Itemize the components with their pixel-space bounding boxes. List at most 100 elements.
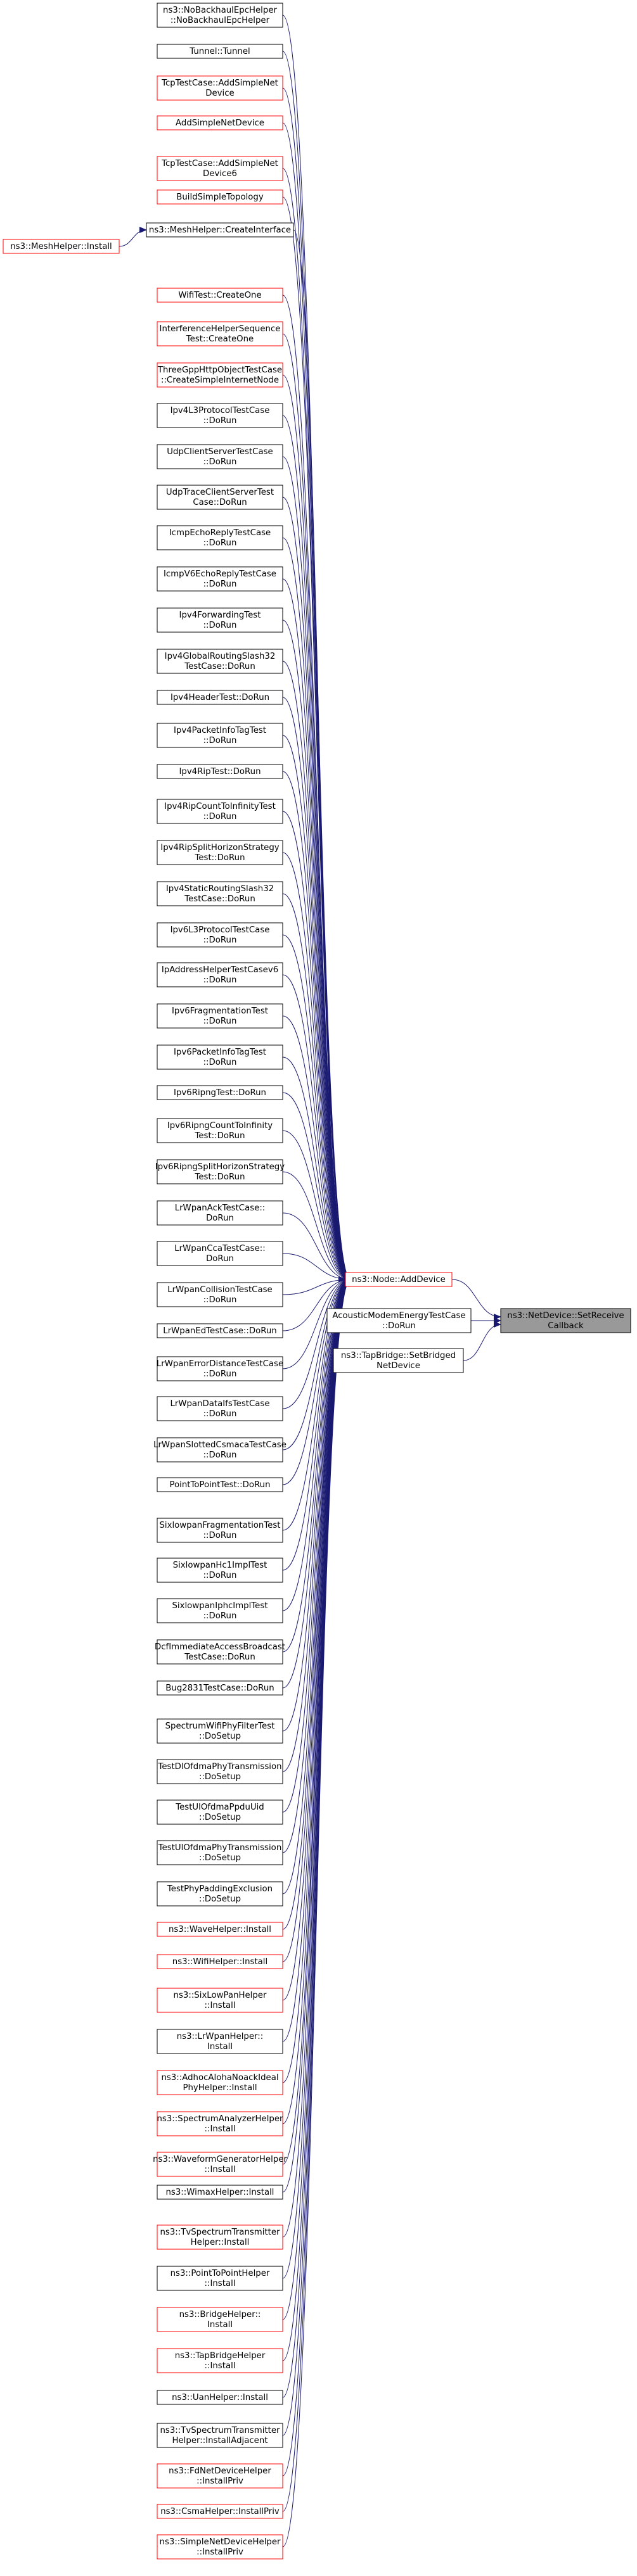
- edge-caller-60-to-addevice: [282, 1276, 351, 2436]
- caller-node-22[interactable]: Ipv6L3ProtocolTestCase::DoRun: [157, 922, 283, 948]
- caller-node-61-box: [157, 2463, 283, 2489]
- caller-node-46-label: ::DoSetup: [199, 1894, 241, 1904]
- caller-node-34[interactable]: LrWpanDataIfsTestCase::DoRun: [157, 1396, 283, 1421]
- caller-node-2[interactable]: TcpTestCase::AddSimpleNetDevice: [157, 75, 283, 101]
- caller-node-57[interactable]: ns3::BridgeHelper::Install: [157, 2307, 283, 2332]
- caller-node-60-box: [157, 2423, 283, 2448]
- caller-node-7[interactable]: InterferenceHelperSequenceTest::CreateOn…: [157, 321, 283, 346]
- caller-node-31-label: ::DoRun: [203, 1295, 237, 1305]
- edge-addevice-to-target: [451, 1279, 501, 1320]
- caller-node-61[interactable]: ns3::FdNetDeviceHelper::InstallPriv: [157, 2463, 283, 2489]
- caller-node-55-label: ns3::TvSpectrumTransmitter: [160, 2228, 280, 2237]
- caller-node-5[interactable]: BuildSimpleTopology: [157, 189, 283, 205]
- caller-node-58[interactable]: ns3::TapBridgeHelper::Install: [157, 2348, 283, 2373]
- caller-node-16-label: Ipv4HeaderTest::DoRun: [171, 693, 269, 702]
- caller-node-8[interactable]: ThreeGppHttpObjectTestCase::CreateSimple…: [157, 362, 283, 388]
- caller-node-30[interactable]: LrWpanCcaTestCase::DoRun: [157, 1241, 283, 1266]
- caller-node-62[interactable]: ns3::CsmaHelper::InstallPriv: [157, 2504, 283, 2519]
- caller-node-54[interactable]: ns3::WimaxHelper::Install: [157, 2185, 283, 2200]
- caller-node-43[interactable]: TestDlOfdmaPhyTransmission::DoSetup: [157, 1759, 283, 1784]
- caller-node-23[interactable]: IpAddressHelperTestCasev6::DoRun: [157, 962, 283, 987]
- caller-node-11-box: [157, 485, 283, 510]
- caller-node-29[interactable]: LrWpanAckTestCase::DoRun: [157, 1200, 283, 1226]
- caller-node-26[interactable]: Ipv6RipngTest::DoRun: [157, 1085, 283, 1100]
- edge-caller-12-to-addevice: [282, 537, 351, 1283]
- caller-node-53[interactable]: ns3::WaveformGeneratorHelper::Install: [153, 2152, 287, 2177]
- caller-node-0[interactable]: ns3::NoBackhaulEpcHelper::NoBackhaulEpcH…: [157, 3, 283, 28]
- caller-node-10[interactable]: UdpClientServerTestCase::DoRun: [157, 444, 283, 469]
- node-acousticmodemenergytestcase-dorun[interactable]: AcousticModemEnergyTestCase::DoRun: [326, 1308, 472, 1333]
- caller-node-13[interactable]: IcmpV6EchoReplyTestCase::DoRun: [157, 566, 283, 592]
- caller-node-47[interactable]: ns3::WaveHelper::Install: [157, 1922, 283, 1937]
- caller-node-40[interactable]: DcfImmediateAccessBroadcastTestCase::DoR…: [155, 1639, 285, 1665]
- caller-node-48[interactable]: ns3::WifiHelper::Install: [157, 1954, 283, 1969]
- caller-node-6[interactable]: WifiTest::CreateOne: [157, 288, 283, 303]
- caller-node-49[interactable]: ns3::SixLowPanHelper::Install: [157, 1988, 283, 2013]
- edge-caller-7-to-addevice: [282, 333, 351, 1283]
- caller-node-25[interactable]: Ipv6PacketInfoTagTest::DoRun: [157, 1044, 283, 1070]
- caller-node-1[interactable]: Tunnel::Tunnel: [157, 44, 283, 59]
- caller-node-42[interactable]: SpectrumWifiPhyFilterTest::DoSetup: [157, 1718, 283, 1744]
- caller-node-42-box: [157, 1718, 283, 1744]
- node-acousticmodemenergytestcase-dorun-label: AcousticModemEnergyTestCase: [332, 1311, 465, 1321]
- caller-node-46-label: TestPhyPaddingExclusion: [167, 1884, 273, 1894]
- caller-node-18[interactable]: Ipv4RipTest::DoRun: [157, 764, 283, 779]
- edge-caller-24-to-addevice: [282, 1015, 351, 1283]
- caller-node-39[interactable]: SixlowpanIphcImplTest::DoRun: [157, 1598, 283, 1623]
- caller-node-55[interactable]: ns3::TvSpectrumTransmitterHelper::Instal…: [157, 2224, 283, 2250]
- caller-node-21-box: [157, 881, 283, 906]
- caller-node-15-label: TestCase::DoRun: [184, 662, 255, 671]
- caller-node-40-label: TestCase::DoRun: [184, 1653, 255, 1662]
- caller-node-12-label: IcmpEchoReplyTestCase: [169, 528, 271, 538]
- edge-caller-51-to-addevice: [282, 1276, 351, 2083]
- caller-node-9[interactable]: Ipv4L3ProtocolTestCase::DoRun: [157, 403, 283, 428]
- node-meshhelper-install[interactable]: ns3::MeshHelper::Install: [3, 239, 120, 254]
- caller-node-46[interactable]: TestPhyPaddingExclusion::DoSetup: [157, 1881, 283, 1907]
- caller-node-56[interactable]: ns3::PointToPointHelper::Install: [157, 2266, 283, 2291]
- caller-node-24[interactable]: Ipv6FragmentationTest::DoRun: [157, 1003, 283, 1029]
- node-meshhelper-createinterface-box: [146, 222, 294, 238]
- caller-node-35[interactable]: LrWpanSlottedCsmacaTestCase::DoRun: [153, 1437, 286, 1462]
- caller-node-59-box: [157, 2390, 283, 2405]
- caller-node-36[interactable]: PointToPointTest::DoRun: [157, 1477, 283, 1492]
- node-meshhelper-createinterface[interactable]: ns3::MeshHelper::CreateInterface: [146, 222, 294, 238]
- caller-node-32[interactable]: LrWpanEdTestCase::DoRun: [157, 1323, 283, 1338]
- edge-caller-5-to-addevice: [282, 196, 351, 1283]
- caller-node-52[interactable]: ns3::SpectrumAnalyzerHelper::Install: [157, 2111, 283, 2136]
- caller-node-33[interactable]: LrWpanErrorDistanceTestCase::DoRun: [157, 1356, 283, 1381]
- caller-node-16[interactable]: Ipv4HeaderTest::DoRun: [157, 690, 283, 705]
- caller-node-41[interactable]: Bug2831TestCase::DoRun: [157, 1680, 283, 1696]
- caller-node-12[interactable]: IcmpEchoReplyTestCase::DoRun: [157, 525, 283, 550]
- caller-node-38[interactable]: SixlowpanHc1ImplTest::DoRun: [157, 1558, 283, 1583]
- caller-node-19[interactable]: Ipv4RipCountToInfinityTest::DoRun: [157, 799, 283, 824]
- caller-node-13-label: ::DoRun: [203, 580, 237, 589]
- caller-node-60[interactable]: ns3::TvSpectrumTransmitterHelper::Instal…: [157, 2423, 283, 2448]
- caller-node-45[interactable]: TestUlOfdmaPhyTransmission::DoSetup: [157, 1840, 283, 1865]
- caller-node-59[interactable]: ns3::UanHelper::Install: [157, 2390, 283, 2405]
- caller-node-31[interactable]: LrWpanCollisionTestCase::DoRun: [157, 1282, 283, 1307]
- edge-caller-53-to-addevice: [282, 1276, 351, 2165]
- caller-node-17[interactable]: Ipv4PacketInfoTagTest::DoRun: [157, 723, 283, 748]
- node-addevice[interactable]: ns3::Node::AddDevice: [345, 1272, 453, 1287]
- caller-node-51[interactable]: ns3::AdhocAlohaNoackIdealPhyHelper::Inst…: [157, 2070, 283, 2095]
- caller-node-61-label: ::InstallPriv: [196, 2477, 243, 2486]
- caller-node-4-box: [157, 156, 283, 181]
- caller-node-63[interactable]: ns3::SimpleNetDeviceHelper::InstallPriv: [157, 2534, 283, 2560]
- caller-node-50[interactable]: ns3::LrWpanHelper::Install: [157, 2029, 283, 2054]
- caller-node-3[interactable]: AddSimpleNetDevice: [157, 115, 283, 130]
- caller-node-44[interactable]: TestUlOfdmaPpduUid::DoSetup: [157, 1799, 283, 1825]
- caller-node-14[interactable]: Ipv4ForwardingTest::DoRun: [157, 607, 283, 633]
- caller-node-52-label: ::Install: [205, 2124, 236, 2134]
- caller-node-61-label: ns3::FdNetDeviceHelper: [169, 2466, 271, 2476]
- caller-node-37[interactable]: SixlowpanFragmentationTest::DoRun: [157, 1518, 283, 1543]
- caller-node-41-box: [157, 1680, 283, 1696]
